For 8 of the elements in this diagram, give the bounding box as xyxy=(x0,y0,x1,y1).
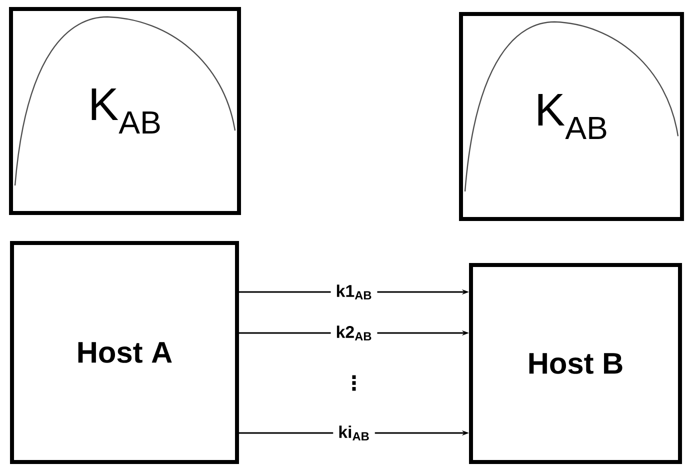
plot-box: K$_{AB}$ xyxy=(9,7,241,215)
edge-label: k2$_{AB}$ xyxy=(330,324,378,342)
ellipsis: ⋮ xyxy=(352,375,356,391)
plot-box: K$_{AB}$ xyxy=(459,12,684,221)
edge-label: k1$_{AB}$ xyxy=(330,282,378,302)
host-box: Host B xyxy=(469,263,682,464)
host-box: Host A xyxy=(10,241,239,464)
edge-label: ki$_{AB}$ xyxy=(333,424,375,442)
